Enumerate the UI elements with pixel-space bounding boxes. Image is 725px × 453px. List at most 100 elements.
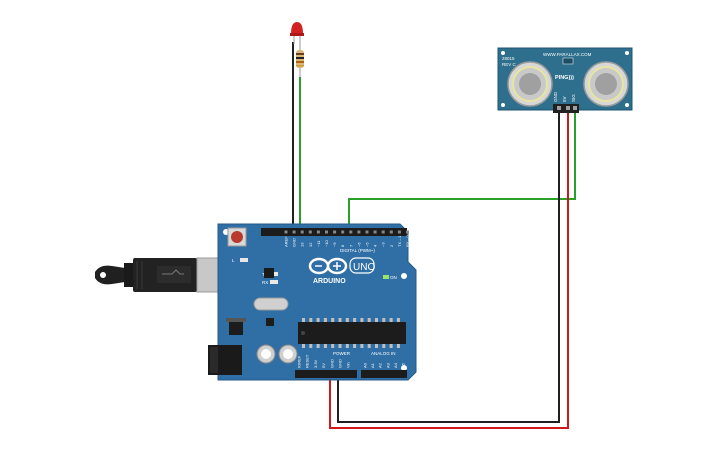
chip-pin (389, 318, 393, 322)
transducer-right (583, 61, 629, 107)
digital-pin-label: ~3 (381, 242, 386, 247)
digital-pin-hole[interactable] (389, 230, 393, 234)
chip-pin (331, 318, 335, 322)
digital-pin-hole[interactable] (357, 230, 361, 234)
power-pin-label: Vin (346, 362, 351, 368)
sensor-pin-5v: 5V (562, 96, 567, 102)
digital-pin-hole[interactable] (300, 230, 304, 234)
chip-pin (345, 318, 349, 322)
ultrasonic-sensor[interactable]: WWW.PARALLAX.COM 28015 REV C PING))) GND… (497, 47, 633, 113)
digital-pin-label: 8 (340, 244, 345, 247)
digital-pin-hole[interactable] (284, 230, 288, 234)
digital-pin-hole[interactable] (308, 230, 312, 234)
digital-pin-label: 12 (308, 242, 313, 247)
digital-pin-hole[interactable] (381, 230, 385, 234)
chip-pin (316, 318, 320, 322)
digital-pin-hole[interactable] (373, 230, 377, 234)
reset-button[interactable] (227, 227, 247, 247)
digital-pin-label: 7 (348, 244, 353, 247)
chip-pin (367, 344, 371, 348)
wire-signal-green (348, 112, 576, 232)
capacitor-icon (256, 344, 276, 364)
power-pin-label: IOREF (297, 355, 302, 368)
analog-header[interactable] (361, 370, 407, 378)
voltage-regulator (226, 318, 246, 335)
sensor-website: WWW.PARALLAX.COM (543, 52, 592, 57)
digital-pin-hole[interactable] (341, 230, 345, 234)
sensor-rev: REV C (502, 62, 517, 67)
digital-pin-label: ~5 (365, 242, 370, 247)
resistor-icon[interactable] (296, 50, 304, 77)
chip-pin (338, 318, 342, 322)
on-led-label: ON (390, 275, 397, 280)
digital-pin-hole[interactable] (292, 230, 296, 234)
digital-pin-label: RX←0 (405, 234, 410, 247)
arduino-logo (308, 257, 348, 275)
chip-pin (338, 344, 342, 348)
chip-pin (367, 318, 371, 322)
chip-pin (302, 318, 305, 322)
usb-cable-icon[interactable] (95, 257, 230, 293)
chip-pin (382, 344, 386, 348)
chip-pin (360, 344, 364, 348)
led-rx-label: RX (262, 280, 268, 285)
crystal-oscillator (253, 297, 289, 311)
digital-header-label: DIGITAL (PWM~) (340, 248, 375, 253)
chip-pin (382, 318, 386, 322)
chip-pin (396, 318, 400, 322)
digital-pin-label: TX→1 (397, 235, 402, 247)
digital-pin-label: 2 (389, 244, 394, 247)
digital-pin-label: ~6 (356, 242, 361, 247)
chip-pin (309, 318, 313, 322)
chip-pin (309, 344, 313, 348)
digital-pin-hole[interactable] (365, 230, 369, 234)
chip-pin (396, 344, 400, 348)
analog-header-label: ANALOG IN (371, 351, 396, 356)
analog-pin-label: A0 (363, 362, 368, 368)
chip-icon (298, 322, 406, 344)
sensor-model: 28015 (502, 56, 515, 61)
digital-pin-label: GND (292, 238, 297, 247)
analog-pin-label: A4 (393, 362, 398, 368)
analog-pin-label: A3 (385, 362, 390, 368)
power-pin-label: RESET (305, 354, 310, 368)
arduino-brand: ARDUINO (313, 278, 346, 285)
led-icon[interactable] (290, 22, 304, 50)
power-header[interactable] (295, 370, 357, 378)
led-l-label: L (232, 258, 235, 263)
analog-pin-label: A5 (401, 362, 406, 368)
sensor-pin-sig: SIG (571, 94, 576, 102)
chip-pin (375, 344, 378, 348)
digital-pin-hole[interactable] (349, 230, 353, 234)
digital-pin-hole[interactable] (325, 230, 328, 234)
digital-pin-label: AREF (284, 236, 289, 247)
power-jack[interactable] (208, 345, 242, 375)
power-pin-label: 5V (321, 363, 326, 368)
svg-text:UNO: UNO (353, 262, 375, 273)
chip-pin (316, 344, 320, 348)
wire-gnd-black (337, 112, 560, 423)
chip-pin (345, 344, 349, 348)
power-pin-label: GND (338, 359, 343, 368)
power-pin-label: 3.3V (313, 359, 318, 368)
digital-pin-label: ~10 (324, 239, 329, 247)
chip-pin (323, 318, 327, 322)
digital-pin-label: ~11 (316, 240, 321, 247)
digital-pin-hole[interactable] (316, 230, 320, 234)
digital-pin-label: ~9 (332, 242, 337, 247)
chip-pin (375, 318, 378, 322)
sensor-pin-gnd: GND (553, 91, 558, 102)
analog-pin-label: A1 (370, 362, 375, 368)
sensor-name: PING))) (555, 75, 574, 81)
digital-pin-hole[interactable] (397, 230, 401, 234)
chip-pin (323, 344, 327, 348)
digital-pin-hole[interactable] (406, 230, 409, 234)
chip-pin (353, 344, 357, 348)
digital-pin-label: 4 (373, 244, 378, 247)
analog-pin-label: A2 (378, 362, 383, 368)
digital-pin-hole[interactable] (333, 230, 337, 234)
power-pin-label: GND (329, 359, 334, 368)
